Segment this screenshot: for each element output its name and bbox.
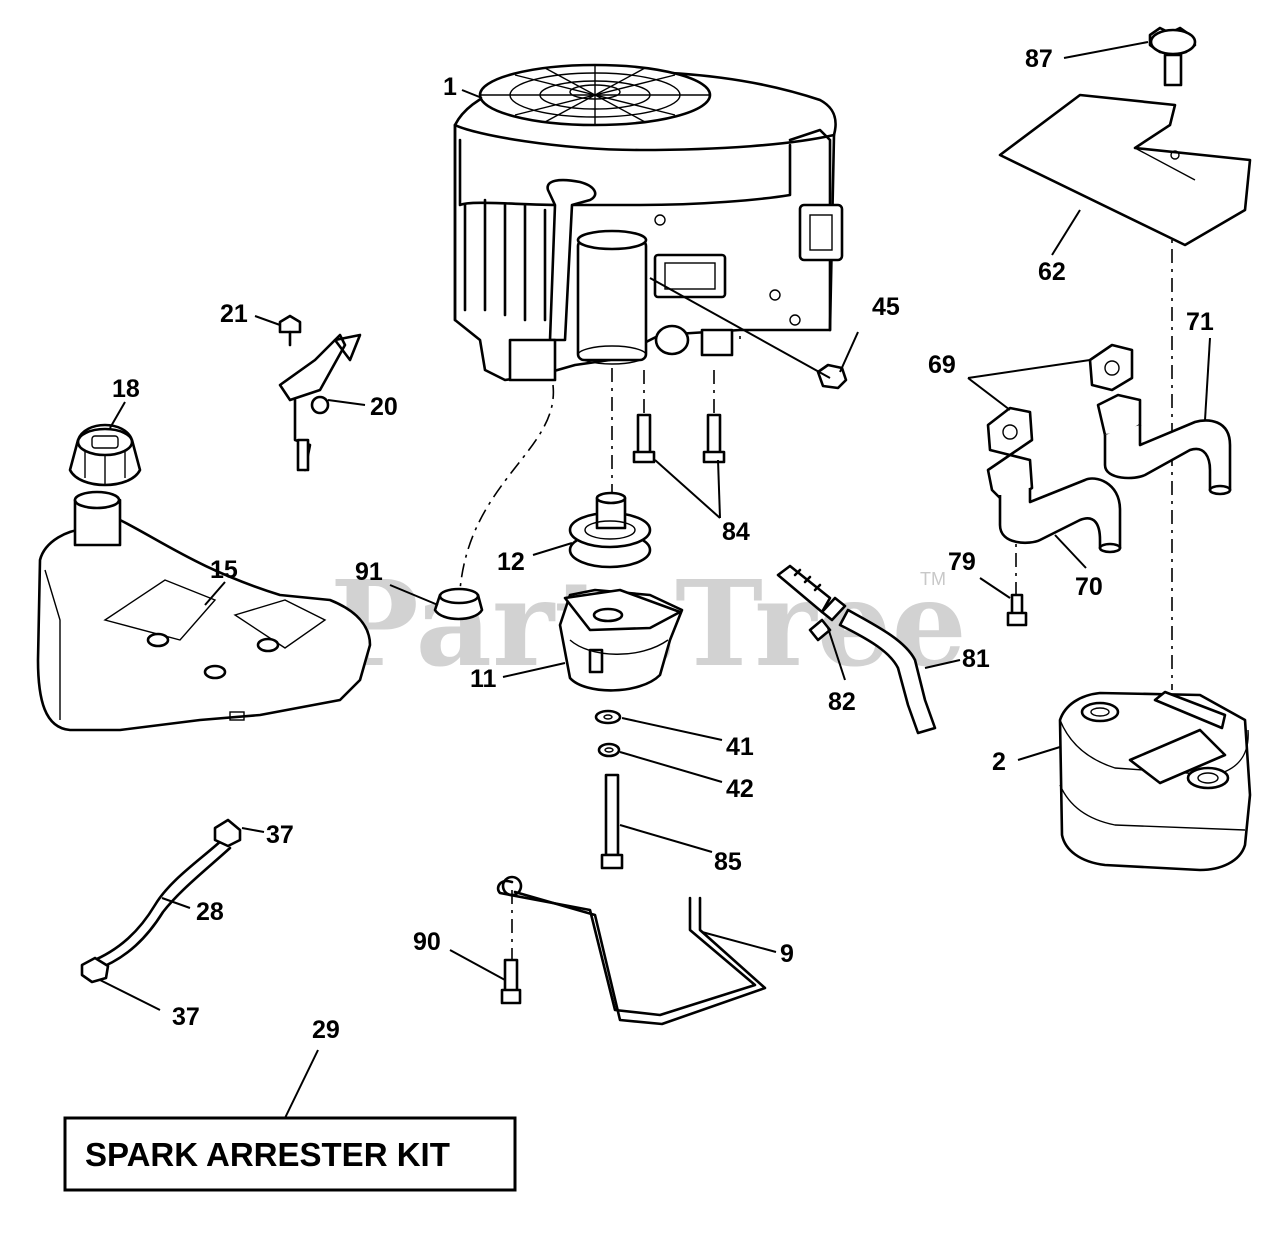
callout-center-bolt: 85: [714, 848, 742, 876]
callout-rod: 9: [780, 940, 794, 968]
callout-clutch: 11: [470, 665, 497, 693]
bolt-90: [500, 958, 522, 1005]
bushing: [433, 587, 484, 621]
callout-gasket: 69: [928, 351, 956, 379]
callout-bracket-screw: 21: [220, 300, 248, 328]
throttle-bracket-assembly: [278, 314, 362, 472]
callouts: 1 87 62 45 21 20 18 15 91 84 12 11 41 42…: [112, 45, 1214, 1044]
callout-fuel-tank: 15: [210, 556, 238, 584]
callout-fuel-line: 28: [196, 898, 224, 926]
callout-throttle-bracket: 20: [370, 393, 398, 421]
spark-arrester-kit-box: SPARK ARRESTER KIT: [63, 1116, 517, 1192]
pulley: [568, 491, 652, 569]
callout-fuel-cap: 18: [112, 375, 140, 403]
callout-washer-lock: 42: [726, 775, 754, 803]
callout-nut: 45: [872, 293, 900, 321]
callout-bolt-79: 79: [948, 548, 976, 576]
fuel-tank: [36, 490, 372, 732]
engine: [453, 63, 844, 382]
callout-shield-screw: 87: [1025, 45, 1053, 73]
gaskets: [986, 343, 1134, 457]
center-bolt: [600, 773, 624, 870]
callout-bolt-90: 90: [413, 928, 441, 956]
callout-heat-shield: 62: [1038, 258, 1066, 286]
exhaust-pipe-upper: [1096, 393, 1232, 496]
callout-engine-bolts: 84: [722, 518, 750, 546]
callout-pulley: 12: [497, 548, 525, 576]
callout-bushing: 91: [355, 558, 383, 586]
callout-hose: 81: [962, 645, 990, 673]
callout-spark-arrester-kit: 29: [312, 1016, 340, 1044]
heat-shield: [998, 93, 1252, 247]
callout-exhaust-pipe-lower: 70: [1075, 573, 1103, 601]
muffler: [1058, 690, 1252, 872]
oil-drain-assembly: [776, 564, 937, 735]
callout-washer-flat: 41: [726, 733, 754, 761]
callout-exhaust-pipe-upper: 71: [1186, 308, 1214, 336]
leader-lines: [99, 41, 1211, 1119]
fuel-line-assembly: [80, 818, 242, 984]
callout-oil-drain-valve: 82: [828, 688, 856, 716]
shield-screw: [1148, 26, 1197, 87]
callout-clamp-lower: 37: [172, 1003, 200, 1031]
callout-muffler: 2: [992, 748, 1006, 776]
engine-bolts: [632, 413, 726, 464]
nut: [816, 363, 848, 390]
clutch: [558, 588, 684, 692]
spark-arrester-kit-label: SPARK ARRESTER KIT: [85, 1136, 450, 1173]
callout-engine: 1: [443, 73, 457, 101]
bolt-79: [1006, 593, 1028, 627]
watermark-trademark: TM: [920, 569, 946, 589]
rod: [496, 875, 767, 1026]
callout-clamp-upper: 37: [266, 821, 294, 849]
exhaust-pipe-lower: [986, 453, 1122, 554]
washers: [594, 709, 622, 758]
fuel-cap: [68, 423, 142, 487]
